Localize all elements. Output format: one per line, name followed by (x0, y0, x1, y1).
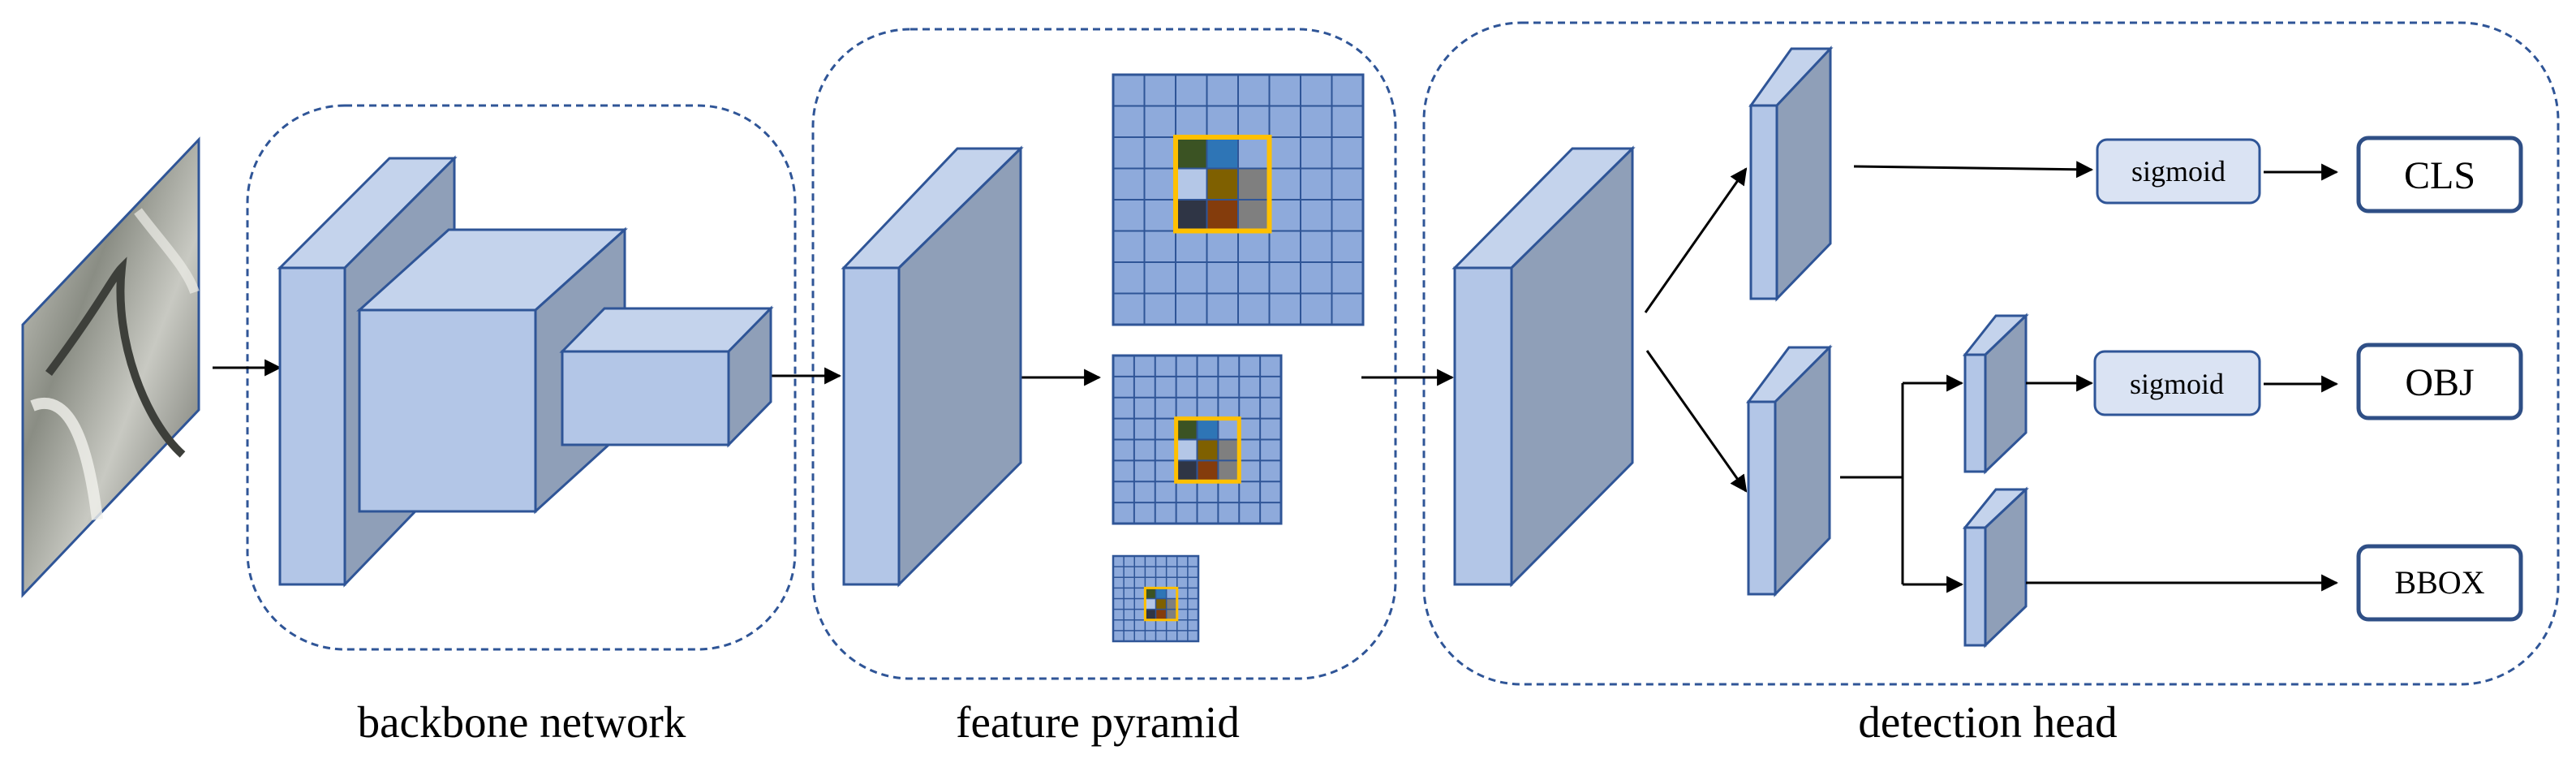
section-label-head: detection head (1858, 697, 2118, 747)
grid-feature-cell (1176, 439, 1198, 461)
sigmoid-label-cls: sigmoid (2131, 155, 2226, 188)
grid-highlight-box (1143, 586, 1179, 622)
pyramid-feature-block (841, 145, 1024, 588)
grid-feature-cell (1238, 200, 1270, 231)
grid-feature-cell (1145, 598, 1156, 610)
grid-feature-cell (1206, 137, 1238, 169)
bbox-branch-block (1962, 486, 2029, 649)
backbone-section-border (246, 104, 797, 651)
grid-feature-cell (1176, 168, 1207, 200)
head-section-border (1422, 21, 2560, 686)
grid-highlight-box (1174, 416, 1241, 484)
grid-feature-cell (1238, 168, 1270, 200)
grid-feature-cell (1176, 418, 1198, 440)
grid-feature-cell (1155, 609, 1167, 620)
output-label-bbox: BBOX (2394, 564, 2484, 601)
arrow-cls-to-sigmoid (1853, 161, 2094, 179)
grid-feature-cell (1176, 137, 1207, 169)
grid-feature-cell (1145, 609, 1156, 620)
pyramid-section-border (811, 28, 1397, 680)
feature-grid-medium (1112, 354, 1283, 525)
sigmoid-label-obj: sigmoid (2130, 368, 2224, 400)
grid-feature-cell (1197, 439, 1219, 461)
output-box-bbox: BBOX (2356, 544, 2523, 622)
grid-feature-cell (1155, 598, 1167, 610)
grid-feature-cell (1176, 200, 1207, 231)
grid-feature-cell (1155, 588, 1167, 599)
output-box-cls: CLS (2356, 136, 2523, 213)
grid-feature-cell (1176, 460, 1198, 482)
grid-feature-cell (1206, 200, 1238, 231)
grid-feature-cell (1206, 168, 1238, 200)
head-feature-block (1451, 145, 1636, 588)
sigmoid-box-cls: sigmoid (2096, 138, 2261, 205)
grid-feature-cell (1197, 418, 1219, 440)
arrow-head-to-reg-branch (1645, 350, 1748, 493)
grid-highlight-box (1173, 135, 1272, 234)
grid-feature-cell (1166, 598, 1177, 610)
grid-feature-cell (1197, 460, 1219, 482)
cls-branch-block (1748, 45, 1834, 302)
input-image (21, 136, 200, 598)
reg-branch-block (1746, 344, 1833, 597)
arrow-head-to-cls-branch (1644, 167, 1748, 313)
sigmoid-box-obj: sigmoid (2093, 350, 2261, 416)
feature-grid-large (1112, 73, 1365, 326)
output-box-obj: OBJ (2356, 343, 2523, 420)
section-label-pyramid: feature pyramid (956, 697, 1240, 747)
output-label-obj: OBJ (2405, 361, 2474, 404)
feature-grid-small (1112, 554, 1200, 643)
grid-feature-cell (1218, 439, 1240, 461)
grid-feature-cell (1145, 588, 1156, 599)
backbone-block-3 (559, 305, 774, 448)
obj-branch-block (1962, 313, 2029, 475)
grid-feature-cell (1218, 460, 1240, 482)
grid-feature-cell (1166, 609, 1177, 620)
output-label-cls: CLS (2404, 154, 2475, 197)
section-label-backbone: backbone network (357, 697, 686, 747)
